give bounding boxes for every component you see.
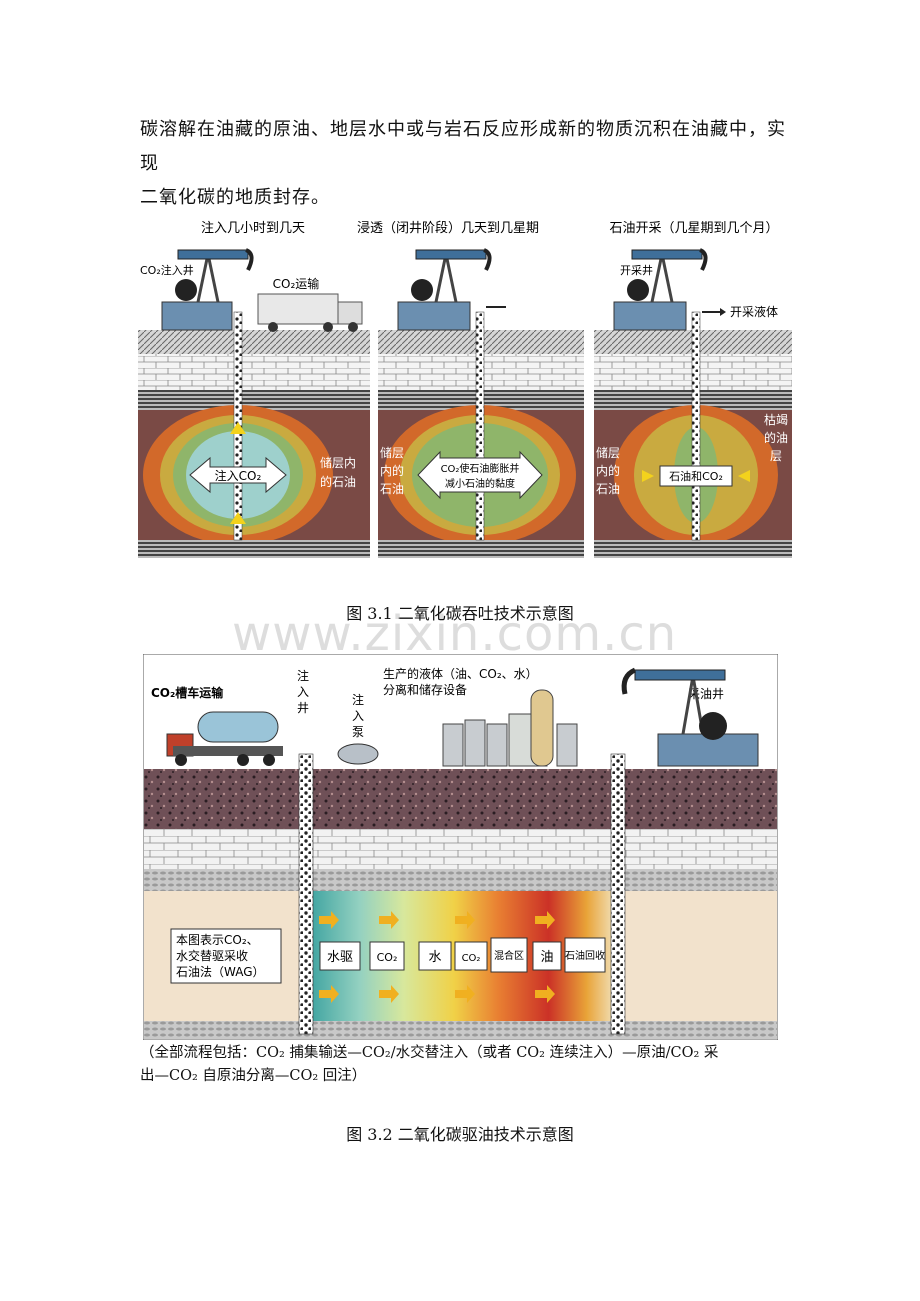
fig2-zone-5: 混合区 [494, 949, 524, 962]
pump-icon [337, 743, 379, 765]
pumpjack-icon [621, 667, 759, 767]
tanker-truck-icon [166, 711, 283, 766]
panel-1-title: 注入几小时到几天 [201, 221, 305, 236]
panel-1-well-label: CO₂注入井 [140, 263, 194, 277]
flow-arrows [319, 911, 555, 1003]
panel-2-side-label-2: 内的 [380, 463, 404, 478]
figure-3-1-diagram: 注入几小时到几天 注入CO₂ 储层内 的石油 CO₂注入井 [138, 221, 792, 558]
panel-2-side-label-1: 储层 [380, 445, 404, 460]
panel-1-side-label-1: 储层内 [320, 455, 356, 470]
paragraph-line-1: 碳溶解在油藏的原油、地层水中或与岩石反应形成新的物质沉积在油藏中，实现 [140, 119, 786, 174]
panel-2-title: 浸透（闭井阶段）几天到几星期 [357, 221, 539, 236]
fig2-legend-2: 水交替驱采收 [176, 948, 248, 963]
note-line-2: 出—CO₂ 自原油分离—CO₂ 回注） [140, 1068, 367, 1084]
fig2-zone-3: 水 [428, 950, 441, 965]
fig2-inject-pump-2: 入 [352, 709, 364, 723]
figure-3-1-caption: 图 3.1 二氧化碳吞吐技术示意图 [346, 604, 574, 623]
panel-3-right-label-3: 层 [770, 449, 782, 463]
panel-3-right-label-1: 枯竭 [764, 412, 788, 427]
fig2-inject-well-3: 井 [297, 701, 309, 715]
fig2-zone-7: 石油回收 [565, 949, 605, 962]
panel-3-center-label: 石油和CO₂ [669, 469, 723, 483]
panel-3-side-label-1: 储层 [596, 445, 620, 460]
panel-2: 浸透（闭井阶段）几天到几星期 CO₂使石油膨胀并 减小石油的黏度 储层 内的 石… [357, 221, 584, 558]
paragraph-line-2: 二氧化碳的地质封存。 [140, 187, 330, 208]
panel-2-center-label-2: 减小石油的黏度 [445, 477, 515, 490]
fig2-legend-1: 本图表示CO₂、 [176, 933, 259, 947]
panel-3-side-label-3: 石油 [596, 482, 620, 496]
fig2-legend-3: 石油法（WAG） [176, 965, 265, 979]
storage-tanks-icon [442, 689, 578, 767]
panel-3-well-label: 开采井 [620, 263, 653, 277]
panel-3-side-label-2: 内的 [596, 463, 620, 478]
fig2-production-well-label: 采油井 [688, 687, 724, 701]
fig2-zone-6: 油 [540, 950, 553, 965]
body-paragraph: 碳溶解在油藏的原油、地层水中或与岩石反应形成新的物质沉积在油藏中，实现 二氧化碳… [140, 113, 790, 215]
note-line-1: （全部流程包括：CO₂ 捕集输送—CO₂/水交替注入（或者 CO₂ 连续注入）—… [140, 1045, 719, 1061]
fig2-facility-label-1: 生产的液体（油、CO₂、水） [383, 666, 538, 681]
figure-3-2-diagram: CO₂槽车运输 注 入 井 注 入 泵 生产的液体（油、CO₂、水） 分离和储存… [143, 654, 778, 1040]
figure-3-2-caption: 图 3.2 二氧化碳驱油技术示意图 [346, 1125, 574, 1144]
panel-1-side-label-2: 的石油 [320, 474, 356, 489]
fig2-zone-4: CO₂ [462, 953, 481, 964]
fig2-facility-label-2: 分离和储存设备 [383, 682, 467, 697]
pumpjack-icon [397, 248, 492, 331]
fig2-zone-1: 水驱 [327, 950, 353, 965]
watermark: www.zixin.com.cn [232, 606, 678, 662]
fig2-truck-label: CO₂槽车运输 [151, 685, 224, 700]
figure-3-2-note: （全部流程包括：CO₂ 捕集输送—CO₂/水交替注入（或者 CO₂ 连续注入）—… [140, 1042, 785, 1088]
fig2-inject-well-1: 注 [297, 668, 309, 683]
panel-2-center-label-1: CO₂使石油膨胀并 [441, 462, 520, 475]
panel-3-title: 石油开采（几星期到几个月） [609, 221, 778, 236]
panel-3-right-label-2: 的油 [764, 430, 788, 445]
panel-1-truck-label: CO₂运输 [273, 276, 320, 291]
fig2-inject-well-2: 入 [297, 685, 309, 699]
panel-1-center-label: 注入CO₂ [215, 468, 262, 483]
truck-icon [257, 293, 363, 332]
fig2-zone-2: CO₂ [377, 951, 398, 964]
pumpjack-icon [161, 248, 254, 331]
panel-3: 石油开采（几星期到几个月） 石油和CO₂ 储层 内的 石油 枯竭 的油 层 开采… [594, 221, 792, 558]
panel-2-side-label-3: 石油 [380, 482, 404, 496]
panel-3-arrow-label: 开采液体 [730, 304, 778, 319]
panel-1: 注入几小时到几天 注入CO₂ 储层内 的石油 CO₂注入井 [138, 221, 370, 558]
fig2-inject-pump-1: 注 [352, 692, 364, 707]
fig2-inject-pump-3: 泵 [352, 725, 364, 739]
pumpjack-icon [613, 248, 708, 331]
